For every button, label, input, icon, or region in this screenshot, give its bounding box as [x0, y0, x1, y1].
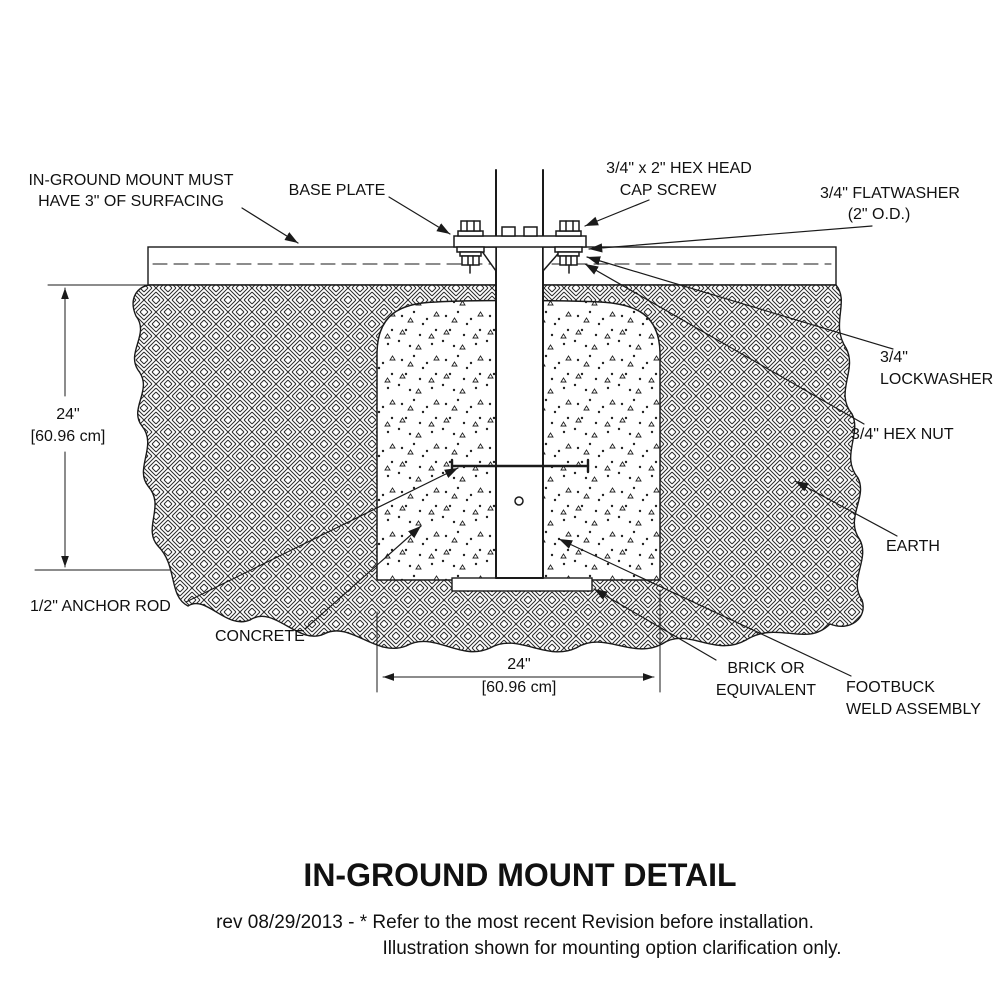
leader-lines	[185, 196, 898, 677]
label-surfacing-2: HAVE 3" OF SURFACING	[38, 193, 224, 210]
depth-dimension	[34, 284, 171, 571]
leader-cap-screw	[584, 199, 650, 227]
leader-concrete	[304, 525, 422, 630]
drawing-title: IN-GROUND MOUNT DETAIL	[303, 857, 736, 893]
rear-screw-right	[523, 226, 538, 237]
label-lockwasher-1: 3/4"	[880, 349, 908, 366]
leader-anchor-rod	[185, 467, 459, 603]
label-brick-2: EQUIVALENT	[716, 682, 816, 699]
label-footbuck-1: FOOTBUCK	[846, 679, 935, 696]
base-plate-assembly	[453, 220, 587, 274]
leader-lockwasher	[586, 256, 894, 350]
label-lockwasher-2: LOCKWASHER	[880, 371, 993, 388]
rear-screw-left	[501, 226, 516, 237]
leader-hex-nut	[584, 263, 865, 425]
width-dim-value: 24"	[507, 656, 530, 673]
label-flatwasher-1: 3/4" FLATWASHER	[820, 185, 960, 202]
label-footbuck-2: WELD ASSEMBLY	[846, 701, 981, 718]
leader-flatwasher	[588, 225, 873, 253]
post-hole	[514, 496, 524, 506]
leader-surfacing	[241, 207, 299, 244]
label-cap-screw-2: CAP SCREW	[620, 182, 718, 199]
width-dimension	[376, 589, 661, 693]
brick-base	[451, 577, 593, 592]
label-flatwasher-2: (2" O.D.)	[848, 206, 911, 223]
label-hex-nut: 3/4" HEX NUT	[851, 426, 954, 443]
width-dim-metric: [60.96 cm]	[482, 679, 557, 696]
footnote-clarification: Illustration shown for mounting option c…	[382, 938, 841, 959]
washer-nut-stack-left	[456, 246, 485, 274]
cap-screw-left	[457, 220, 484, 237]
label-brick-1: BRICK OR	[727, 660, 804, 677]
label-earth: EARTH	[886, 538, 940, 555]
leader-footbuck	[558, 538, 852, 677]
cap-screw-right	[555, 220, 582, 237]
leader-earth	[794, 480, 898, 537]
leader-brick	[593, 588, 717, 661]
label-anchor-rod: 1/2" ANCHOR ROD	[30, 598, 171, 615]
depth-dim-metric: [60.96 cm]	[31, 428, 106, 445]
callout-labels: IN-GROUND MOUNT MUST HAVE 3" OF SURFACIN…	[28, 160, 993, 718]
washer-nut-stack-right	[554, 246, 583, 274]
base-plate	[453, 235, 587, 248]
label-base-plate: BASE PLATE	[289, 182, 386, 199]
footnote-revision: rev 08/29/2013 - * Refer to the most rec…	[216, 912, 814, 933]
depth-dim-value: 24"	[56, 406, 79, 423]
label-surfacing-1: IN-GROUND MOUNT MUST	[28, 172, 233, 189]
label-cap-screw-1: 3/4" x 2" HEX HEAD	[606, 160, 752, 177]
leader-base-plate	[388, 196, 451, 235]
label-concrete: CONCRETE	[215, 628, 305, 645]
